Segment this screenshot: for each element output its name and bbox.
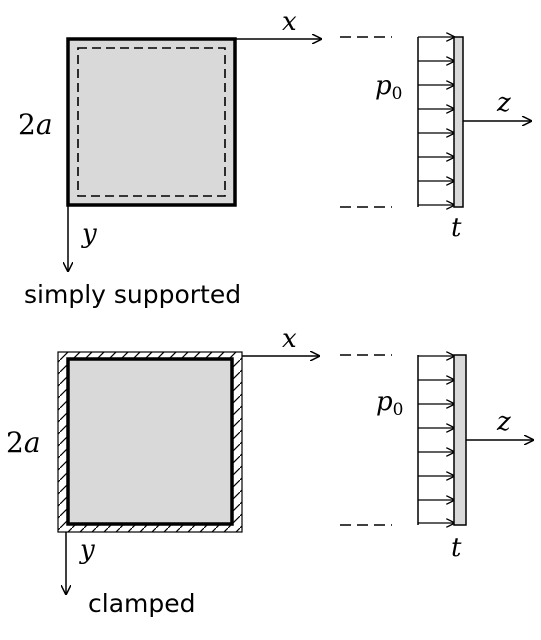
pressure-symbol: p bbox=[376, 387, 393, 417]
x-axis-label: x bbox=[282, 324, 297, 354]
plate-cross-section bbox=[453, 354, 467, 526]
thickness-label: t bbox=[451, 213, 462, 243]
side-length-coef: 2 bbox=[18, 108, 36, 141]
thickness-label: t bbox=[451, 533, 462, 563]
pressure-arrows bbox=[418, 356, 454, 523]
y-axis-label: y bbox=[81, 219, 97, 249]
x-axis-label: x bbox=[282, 7, 297, 37]
plate-cross-section bbox=[453, 36, 464, 208]
section-view: z p0 t bbox=[376, 355, 533, 563]
pressure-subscript: 0 bbox=[392, 84, 403, 104]
simple-support-line bbox=[77, 47, 226, 197]
clamp-outer-border bbox=[57, 351, 243, 533]
pressure-arrows bbox=[418, 37, 454, 205]
plate bbox=[66, 37, 237, 207]
caption-clamped: clamped bbox=[88, 589, 195, 618]
z-axis-label: z bbox=[496, 88, 511, 118]
plate bbox=[66, 357, 234, 526]
side-length-label: 2a bbox=[18, 108, 53, 141]
pressure-label: p0 bbox=[375, 71, 402, 104]
section-view: z p0 t bbox=[375, 37, 531, 243]
side-length-var: a bbox=[36, 108, 53, 141]
pressure-label: p0 bbox=[376, 387, 403, 420]
side-length-coef: 2 bbox=[6, 426, 24, 459]
side-length-var: a bbox=[24, 426, 41, 459]
panel-clamped: x y 2a z p0 t clamped bbox=[6, 324, 533, 618]
pressure-subscript: 0 bbox=[393, 400, 404, 420]
plate-top-view bbox=[66, 37, 237, 207]
pressure-symbol: p bbox=[375, 71, 392, 101]
panel-simply-supported: x y 2a z p0 t simply supported bbox=[18, 7, 531, 309]
caption-simply-supported: simply supported bbox=[24, 280, 241, 309]
clamped-frame bbox=[57, 351, 243, 533]
side-length-label: 2a bbox=[6, 426, 41, 459]
y-axis-label: y bbox=[79, 535, 95, 565]
z-axis-label: z bbox=[496, 407, 511, 437]
